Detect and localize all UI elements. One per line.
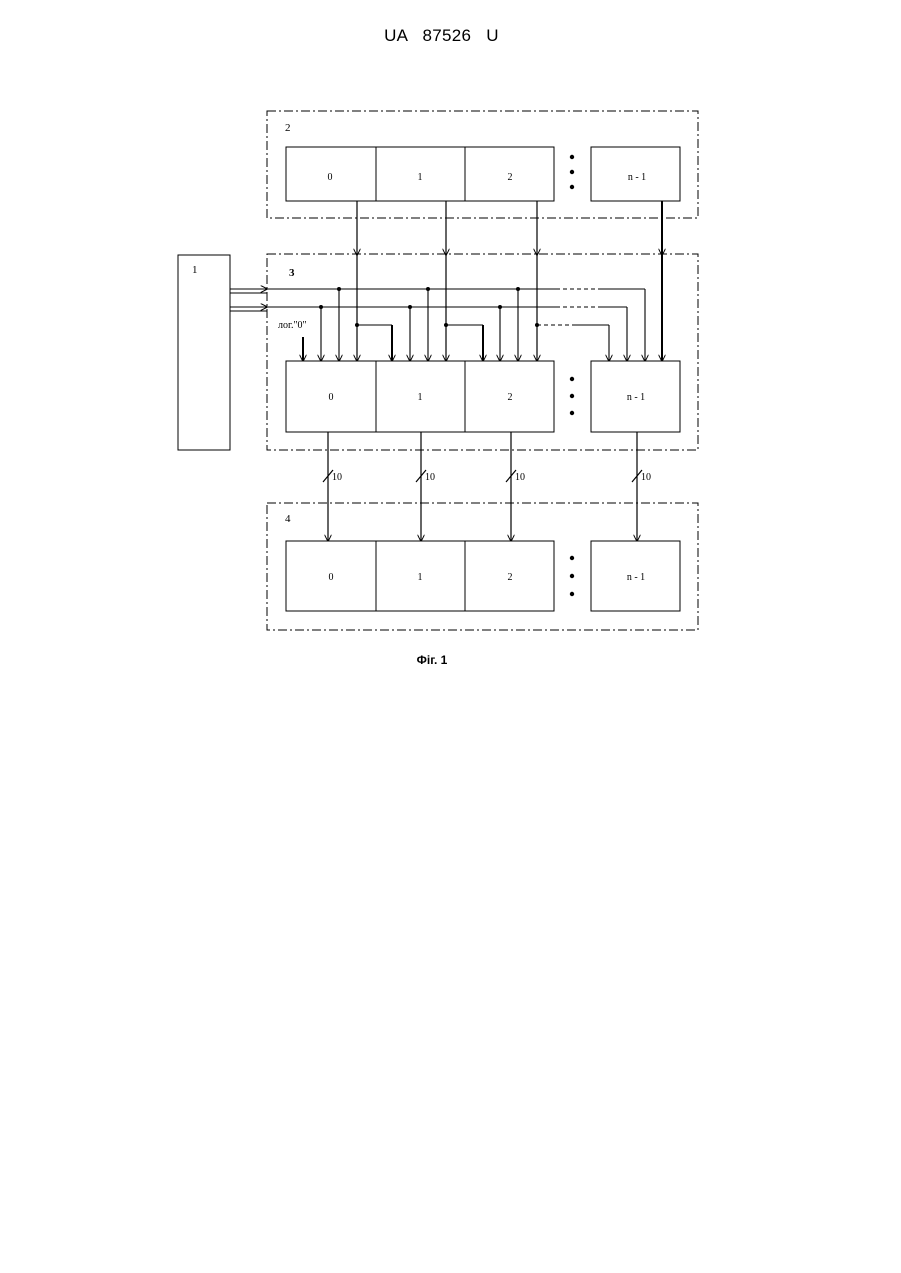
group-3-cell-last-label: n - 1: [627, 392, 645, 403]
bus-width-label-2: 10: [515, 472, 525, 483]
group-4-cell-1-label: 1: [418, 572, 423, 583]
group-2-cell-1-label: 1: [418, 172, 423, 183]
block-1: [178, 255, 230, 450]
group-2-cell-0-label: 0: [328, 172, 333, 183]
group-2-ellipsis: [570, 155, 574, 189]
figure-caption: Фіг. 1: [417, 653, 448, 667]
group-4-ellipsis: [570, 556, 574, 596]
group-4-cell-last-label: n - 1: [627, 572, 645, 583]
group-4-cell-2-label: 2: [508, 572, 513, 583]
group-4-cell-0-label: 0: [329, 572, 334, 583]
group-2-label: 2: [285, 122, 291, 134]
bus-width-label-0: 10: [332, 472, 342, 483]
group-3-cell-0-label: 0: [329, 392, 334, 403]
logic-zero-input-label: лог."0": [278, 320, 307, 331]
group-2-to-group-3-lines: [357, 201, 662, 361]
carry-lines: [303, 325, 609, 361]
group-3-label: 3: [289, 267, 295, 279]
group-3-cell-1-label: 1: [418, 392, 423, 403]
group-2-cell-last-label: n - 1: [628, 172, 646, 183]
bus-width-label-1: 10: [425, 472, 435, 483]
group-2-cell-2-label: 2: [508, 172, 513, 183]
group-4-label: 4: [285, 513, 291, 525]
group-3-ellipsis: [570, 377, 574, 415]
group-2-frame: [267, 111, 698, 218]
bus-width-label-last: 10: [641, 472, 651, 483]
block-1-label: 1: [192, 264, 198, 276]
group-3-cell-2-label: 2: [508, 392, 513, 403]
group-3-to-group-4-buses: [323, 432, 642, 541]
